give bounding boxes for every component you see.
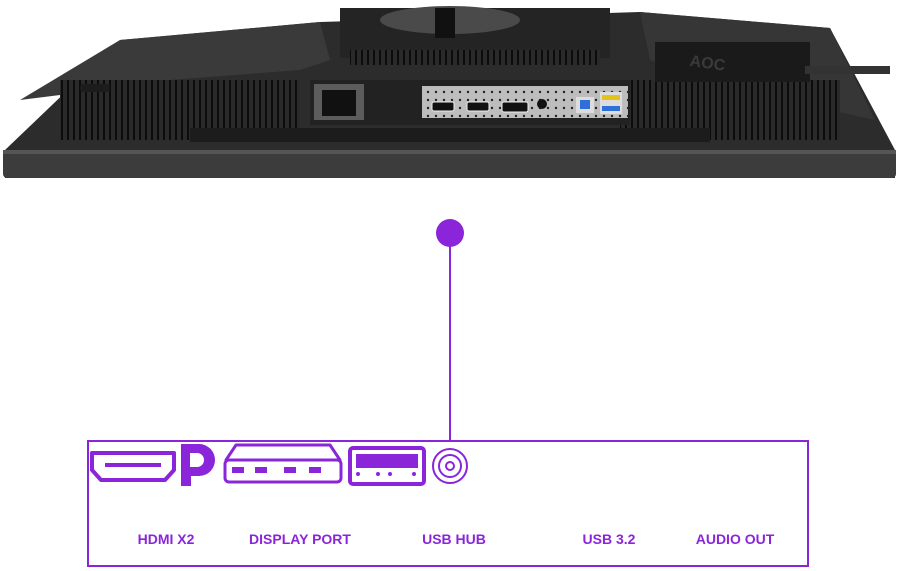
port-label-audio-out: AUDIO OUT — [695, 531, 775, 547]
monitor-rear-ports-photo: AOC — [3, 6, 896, 178]
ports-panel: HDMI X2 DISPLAY PORT USB HUB USB 3.2 AUD… — [87, 440, 809, 567]
usb-port-icon — [348, 446, 427, 486]
callout-connector — [436, 219, 464, 442]
port-label-usb-hub: USB HUB — [422, 531, 486, 547]
displayport-icon — [181, 444, 216, 486]
port-label-displayport: DISPLAY PORT — [249, 531, 351, 547]
port-label-usb32: USB 3.2 — [582, 531, 636, 547]
audio-jack-icon — [431, 448, 468, 484]
usb-hub-icon — [223, 443, 343, 484]
port-label-hdmi: HDMI X2 — [137, 531, 195, 547]
svg-text:AOC: AOC — [689, 53, 727, 75]
callout-dot — [436, 219, 464, 247]
hdmi-icon — [90, 451, 176, 482]
